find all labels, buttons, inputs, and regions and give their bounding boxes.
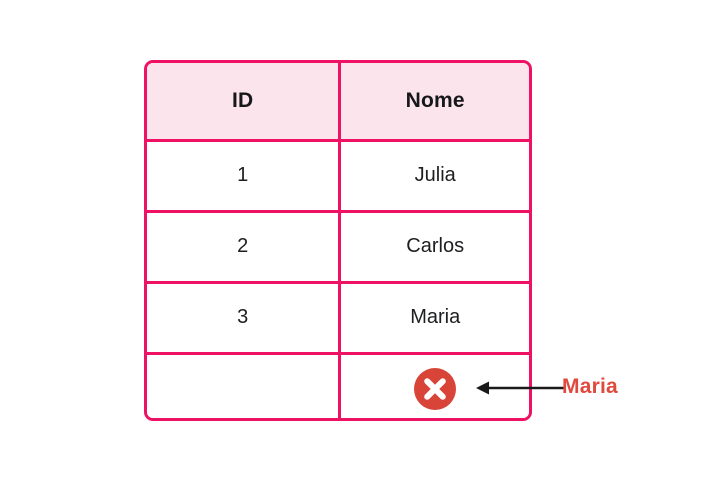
cell-nome: Carlos [339,209,529,282]
table-row: 3 Maria [147,280,529,353]
table-header: ID Nome [147,63,529,142]
table-header-row: ID Nome [147,63,529,142]
annotation-label: Maria [562,375,618,398]
column-header-id: ID [147,63,342,142]
data-table: ID Nome 1 Julia 2 Carlos 3 Maria [147,63,529,418]
cell-id: 2 [147,209,342,282]
cell-nome: Julia [339,140,529,211]
table-body: 1 Julia 2 Carlos 3 Maria [147,140,529,418]
cell-id: 1 [147,140,342,211]
data-table-container: ID Nome 1 Julia 2 Carlos 3 Maria [144,60,532,421]
table-row: 2 Carlos [147,209,529,282]
cell-nome: Maria [339,280,529,353]
table-row [147,351,529,418]
column-header-nome: Nome [339,63,529,142]
cell-id: 3 [147,280,342,353]
cell-nome-error [339,351,529,418]
error-circle-x-icon [414,368,457,411]
table-row: 1 Julia [147,140,529,211]
cell-id-empty [147,351,342,418]
